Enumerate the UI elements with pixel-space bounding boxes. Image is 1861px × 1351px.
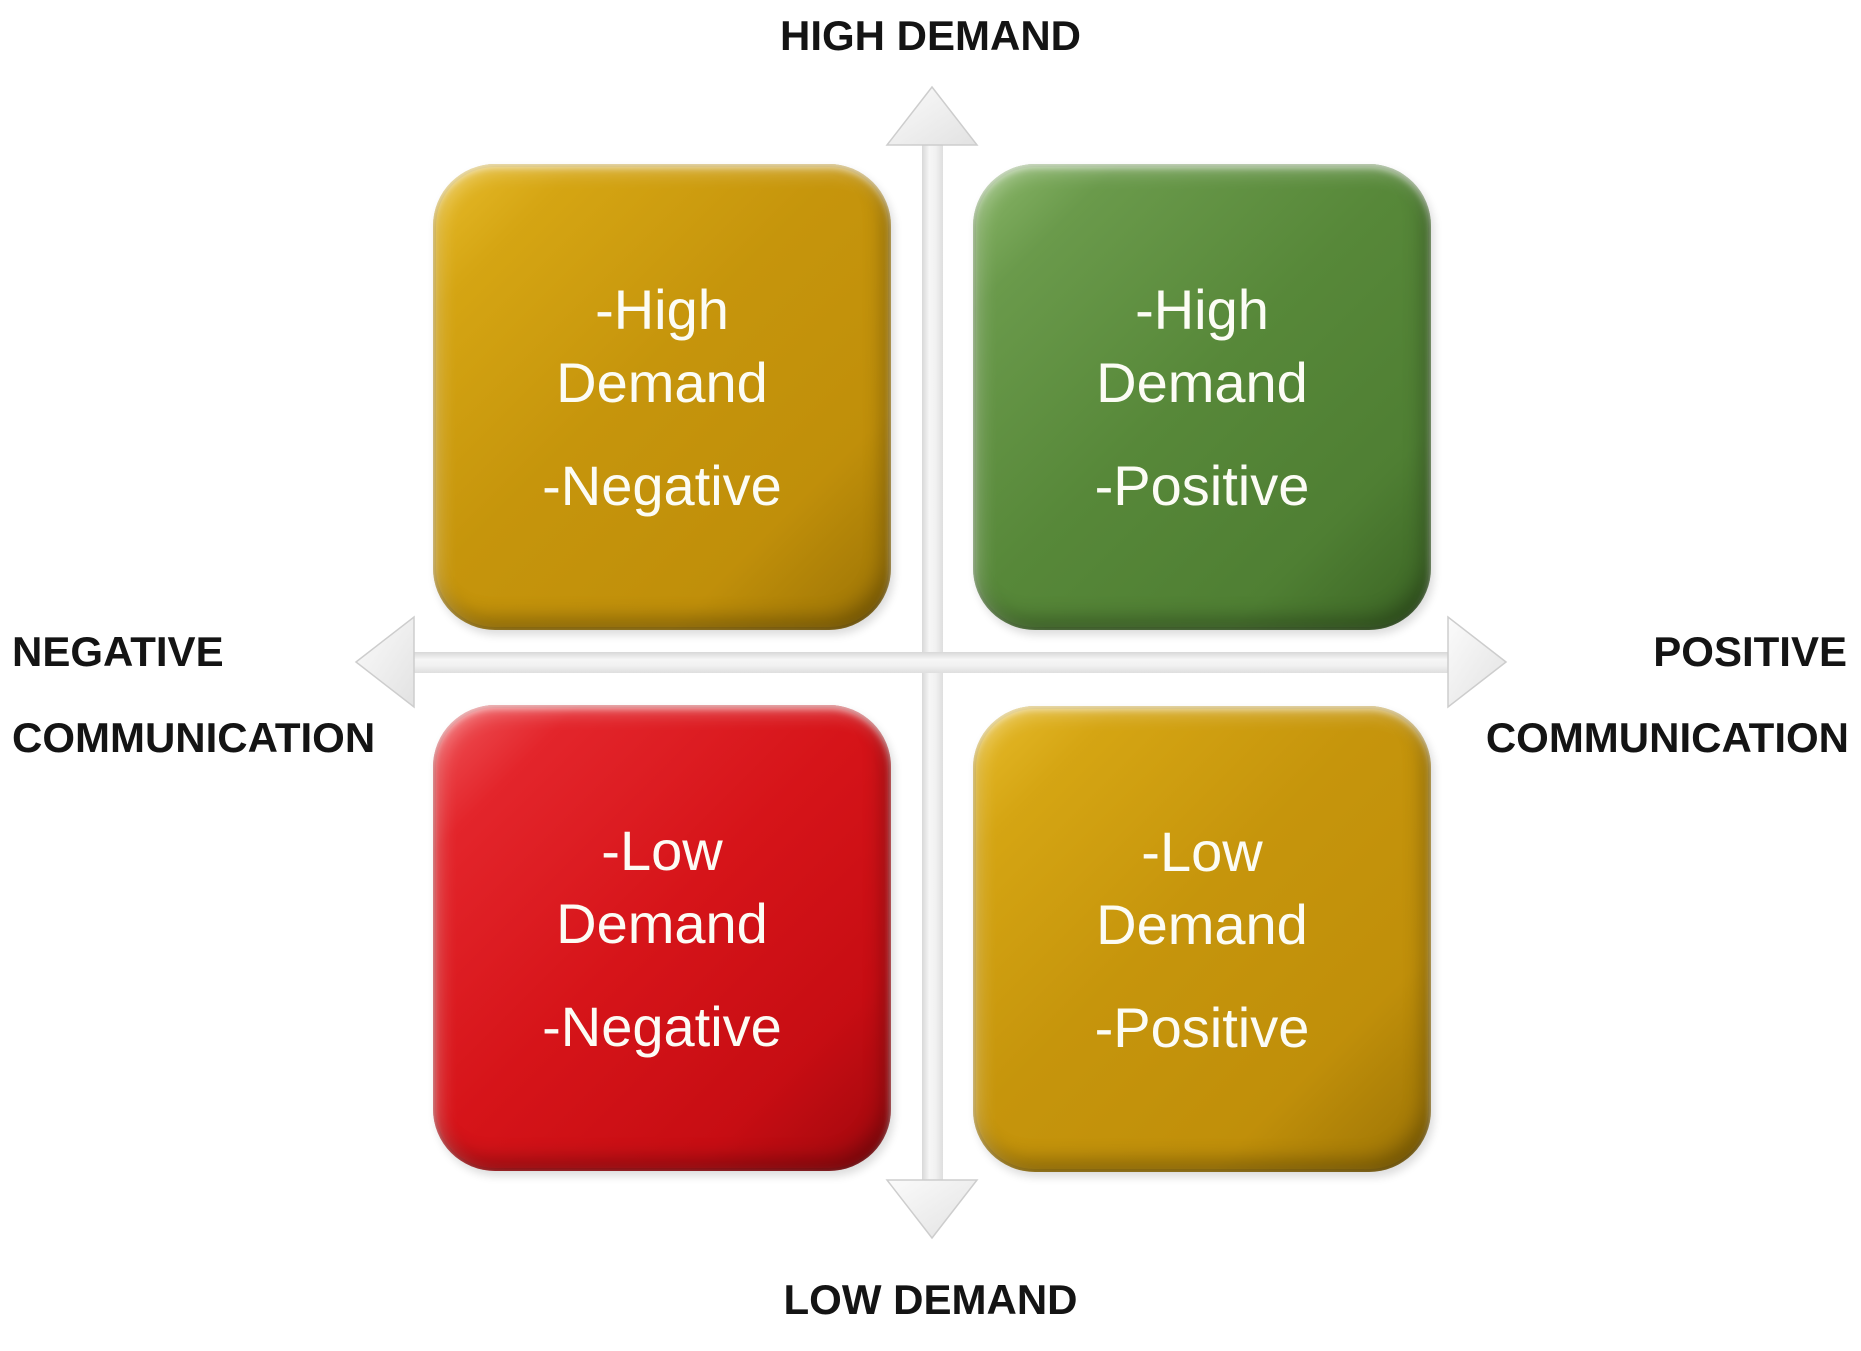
axis-label-communication-right: COMMUNICATION	[1485, 714, 1849, 761]
quadrant-line: Demand	[556, 350, 768, 414]
quadrant-line: -Low	[601, 818, 723, 882]
axis-label-communication-left: COMMUNICATION	[12, 714, 376, 761]
axis-label-low-demand: LOW DEMAND	[783, 1276, 1078, 1323]
quadrant-line: -Positive	[1094, 995, 1310, 1059]
quadrant-high-demand-positive: -High Demand -Positive	[973, 164, 1431, 630]
quadrant-low-demand-negative: -Low Demand -Negative	[433, 705, 891, 1171]
axis-label-negative: NEGATIVE	[12, 628, 224, 675]
quadrant-line: -Negative	[542, 994, 782, 1058]
quadrant-line: Demand	[556, 891, 768, 955]
quadrant-low-demand-positive: -Low Demand -Positive	[973, 706, 1431, 1172]
quadrant-line: -High	[1135, 277, 1269, 341]
quadrant-line: Demand	[1096, 892, 1308, 956]
down-arrowhead-icon	[885, 1179, 979, 1240]
horizontal-axis-shaft	[410, 652, 1450, 673]
quadrant-line: -Negative	[542, 453, 782, 517]
right-arrowhead-icon	[1447, 615, 1508, 709]
quadrant-line: -High	[595, 277, 729, 341]
quadrant-line: -Low	[1141, 819, 1263, 883]
quadrant-high-demand-negative: -High Demand -Negative	[433, 164, 891, 630]
axis-label-positive: POSITIVE	[1653, 628, 1847, 675]
left-arrowhead-icon	[354, 615, 415, 709]
quadrant-line: -Positive	[1094, 453, 1310, 517]
up-arrowhead-icon	[885, 85, 979, 146]
quadrant-line: Demand	[1096, 350, 1308, 414]
axis-label-high-demand: HIGH DEMAND	[780, 12, 1081, 59]
